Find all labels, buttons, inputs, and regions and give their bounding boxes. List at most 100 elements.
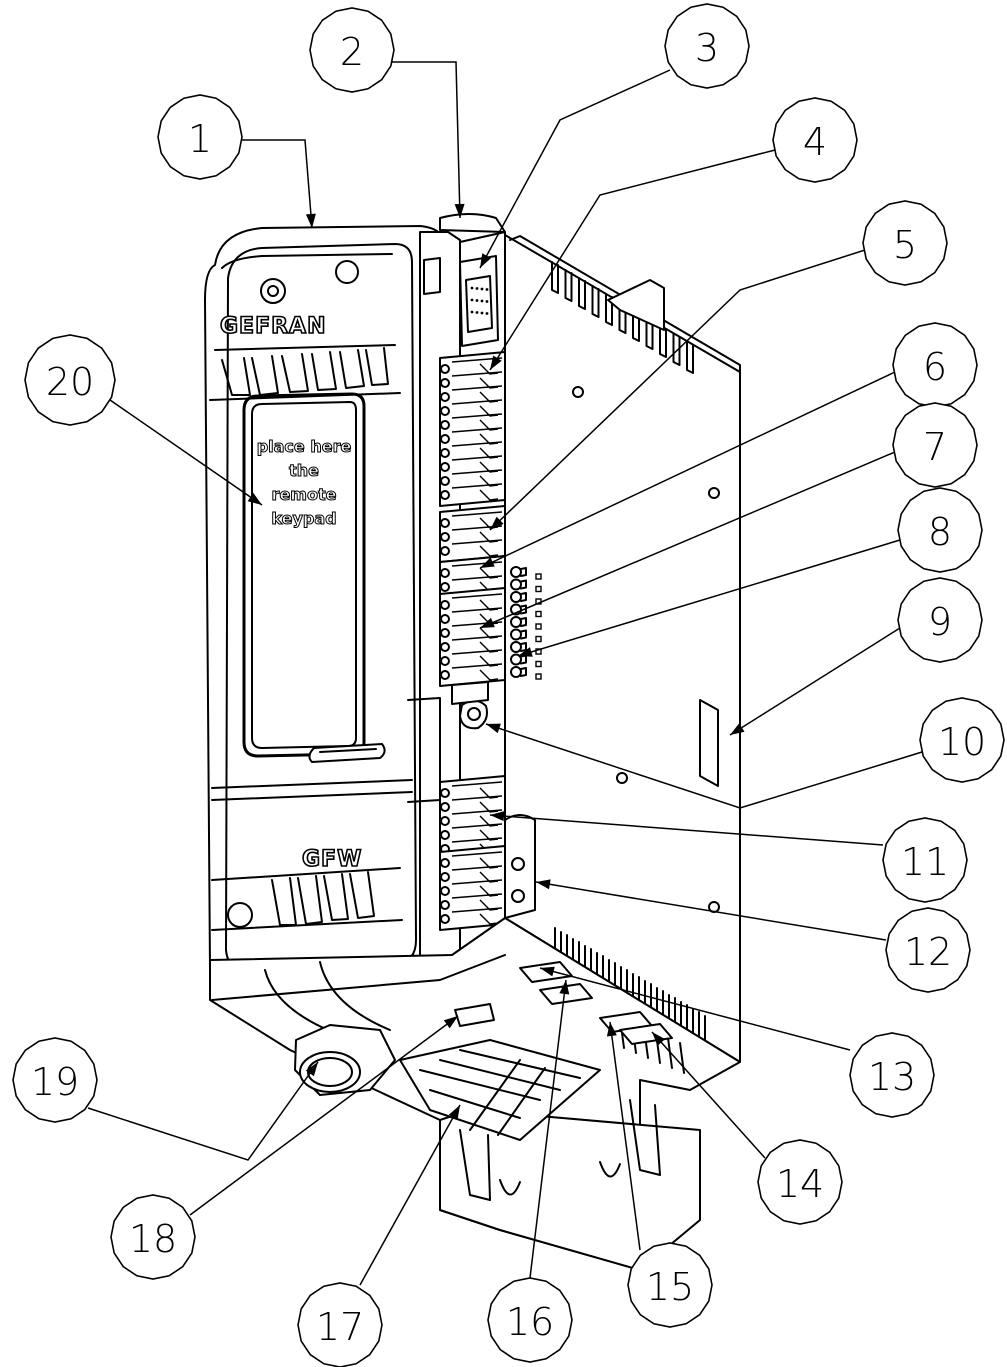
callout-18: 18 bbox=[110, 1015, 459, 1280]
callout-5-arrow bbox=[490, 516, 504, 530]
callout-8-circle bbox=[897, 487, 983, 573]
callout-6-leader bbox=[479, 371, 896, 569]
callout-3-label: 3 bbox=[695, 26, 719, 70]
callout-14-circle bbox=[757, 1139, 843, 1225]
callout-19-leader bbox=[87, 1061, 319, 1161]
callout-14-label: 14 bbox=[776, 1162, 824, 1206]
callout-19: 19 bbox=[12, 1037, 319, 1161]
callout-17-circle bbox=[297, 1282, 383, 1367]
callout-8-leader bbox=[517, 539, 901, 657]
callout-17-label: 17 bbox=[316, 1305, 364, 1349]
callout-13-arrow bbox=[540, 966, 555, 977]
callout-14-arrow bbox=[652, 1032, 666, 1046]
callout-4-leader bbox=[489, 149, 776, 371]
callout-4-arrow bbox=[490, 355, 502, 370]
led-column bbox=[510, 566, 542, 680]
callout-15: 15 bbox=[606, 1021, 713, 1328]
callout-20-label: 20 bbox=[46, 360, 94, 404]
callout-16-circle bbox=[487, 1277, 573, 1363]
callout-10: 10 bbox=[485, 697, 1005, 809]
callout-12-circle bbox=[885, 907, 971, 993]
callout-6-label: 6 bbox=[923, 345, 947, 389]
callout-15-label: 15 bbox=[646, 1265, 694, 1309]
callout-19-circle bbox=[12, 1037, 98, 1123]
callout-4-label: 4 bbox=[803, 120, 827, 164]
callout-13-label: 13 bbox=[868, 1055, 916, 1099]
callout-19-label: 19 bbox=[31, 1060, 79, 1104]
keypad-text-line4: keypad bbox=[271, 509, 336, 528]
callout-12-leader bbox=[535, 881, 887, 941]
callout-2-leader bbox=[392, 61, 461, 219]
callout-4: 4 bbox=[489, 97, 858, 371]
callout-10-arrow bbox=[486, 723, 501, 734]
callout-13: 13 bbox=[539, 966, 935, 1118]
callout-9: 9 bbox=[729, 577, 983, 736]
keypad-recess bbox=[242, 392, 366, 758]
callout-2: 2 bbox=[309, 7, 465, 219]
callout-11-label: 11 bbox=[901, 840, 949, 884]
callout-6: 6 bbox=[479, 322, 978, 569]
callout-7: 7 bbox=[479, 402, 978, 629]
top-fins bbox=[551, 261, 694, 374]
callout-5-circle bbox=[862, 200, 948, 286]
callout-3: 3 bbox=[479, 3, 750, 269]
callout-12-label: 12 bbox=[904, 930, 952, 974]
top-vents bbox=[209, 344, 401, 401]
callout-20-leader bbox=[109, 399, 263, 506]
callout-7-leader bbox=[479, 451, 896, 629]
callout-6-arrow bbox=[480, 557, 495, 568]
callout-8-arrow bbox=[518, 647, 533, 657]
callout-9-leader bbox=[729, 627, 901, 736]
callout-2-circle bbox=[309, 7, 395, 93]
keypad-text-line1: place here bbox=[257, 437, 352, 456]
callout-20: 20 bbox=[24, 334, 263, 506]
callout-7-arrow bbox=[480, 617, 495, 628]
callout-1-leader bbox=[240, 139, 313, 229]
callout-10-circle bbox=[919, 697, 1005, 783]
callout-6-circle bbox=[892, 322, 978, 408]
callout-12-arrow bbox=[536, 879, 551, 890]
callout-11: 11 bbox=[489, 811, 968, 903]
callout-18-circle bbox=[110, 1194, 196, 1280]
dsub-connector bbox=[459, 255, 499, 347]
keypad-text-line2: the bbox=[289, 461, 319, 480]
callout-9-label: 9 bbox=[928, 600, 952, 644]
callout-1-arrow bbox=[305, 213, 316, 228]
callout-9-circle bbox=[897, 577, 983, 663]
model-logo: GFW bbox=[302, 847, 362, 872]
callout-4-circle bbox=[772, 97, 858, 183]
callout-7-circle bbox=[892, 402, 978, 488]
callout-14: 14 bbox=[651, 1031, 843, 1225]
callout-3-circle bbox=[664, 3, 750, 89]
callout-15-arrow bbox=[606, 1022, 617, 1037]
callout-16-label: 16 bbox=[506, 1300, 554, 1344]
callout-1-circle bbox=[157, 94, 243, 180]
callout-16-leader bbox=[529, 979, 567, 1279]
callout-7-label: 7 bbox=[923, 425, 947, 469]
callout-18-arrow bbox=[443, 1016, 458, 1029]
callout-12: 12 bbox=[535, 879, 971, 993]
callout-3-arrow bbox=[480, 253, 492, 268]
callout-13-leader bbox=[539, 967, 851, 1051]
callout-11-circle bbox=[882, 817, 968, 903]
callout-11-arrow bbox=[490, 811, 505, 822]
callout-2-label: 2 bbox=[340, 30, 364, 74]
callout-16-arrow bbox=[559, 980, 570, 995]
callout-9-arrow bbox=[730, 723, 745, 735]
side-slot bbox=[699, 699, 719, 787]
callout-2-arrow bbox=[454, 203, 465, 218]
callout-11-leader bbox=[489, 814, 884, 846]
callout-5-label: 5 bbox=[893, 223, 917, 267]
device-drawing: GEFRAN place here the remote keypad GFW bbox=[204, 213, 741, 1271]
keypad-text-line3: remote bbox=[272, 485, 337, 504]
callout-5: 5 bbox=[489, 200, 948, 531]
callout-1: 1 bbox=[157, 94, 316, 229]
callout-10-leader bbox=[485, 723, 923, 809]
brand-logo: GEFRAN bbox=[220, 314, 327, 339]
callout-15-circle bbox=[627, 1242, 713, 1328]
terminal-blocks bbox=[439, 351, 506, 931]
callout-19-arrow bbox=[305, 1062, 318, 1077]
callout-16: 16 bbox=[487, 979, 573, 1363]
callout-3-leader bbox=[479, 69, 671, 269]
